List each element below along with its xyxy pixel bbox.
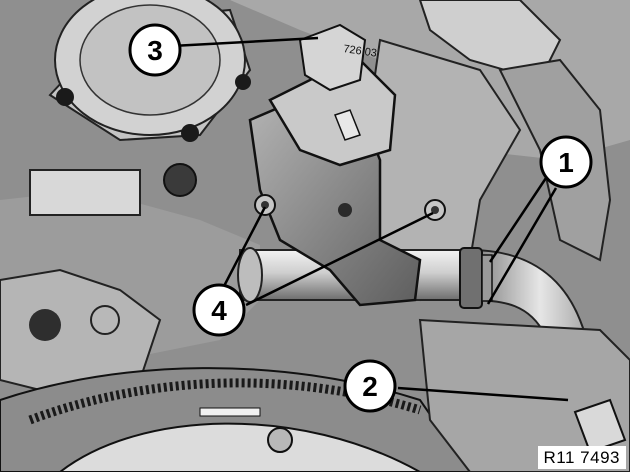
callout-number-2: 2: [362, 371, 378, 402]
leader-line-1b: [486, 187, 558, 305]
connector-plug: [298, 23, 367, 92]
callout-1: 1: [539, 135, 593, 189]
leader-lines: [171, 36, 569, 402]
callout-number-1: 1: [558, 147, 574, 178]
mount-hole: [163, 163, 197, 197]
flywheel-bolt: [267, 427, 293, 453]
callout-number-3: 3: [147, 35, 163, 66]
callout-circle: [128, 23, 182, 77]
pipe-end: [573, 398, 627, 454]
pipe-clamp: [459, 247, 483, 309]
callout-3: 3: [128, 23, 182, 77]
cover-bolt: [56, 88, 74, 106]
mount-tab: [29, 169, 141, 216]
callout-4: 4: [192, 283, 246, 337]
flywheel-face: [58, 422, 423, 472]
cover-bolt: [235, 74, 251, 90]
leader-line-4a: [220, 206, 267, 291]
casting-boss: [90, 305, 120, 335]
lower-left-casting: [0, 268, 162, 392]
leader-line-2: [397, 386, 569, 402]
callout-circle: [343, 359, 397, 413]
part-marking: 726 03: [343, 43, 378, 60]
callout-circle: [192, 283, 246, 337]
leader-line-4b: [245, 211, 434, 307]
cover-bolt: [181, 124, 199, 142]
figure-reference-code: R11 7493: [537, 446, 626, 469]
callout-2: 2: [343, 359, 397, 413]
callout-number-4: 4: [211, 295, 227, 326]
leader-line-3: [171, 36, 319, 48]
casting-hole: [29, 309, 61, 341]
leader-line-1a: [488, 177, 548, 263]
sensor-screw: [338, 203, 352, 217]
sensor-housing: [248, 23, 422, 307]
callout-circle: [539, 135, 593, 189]
